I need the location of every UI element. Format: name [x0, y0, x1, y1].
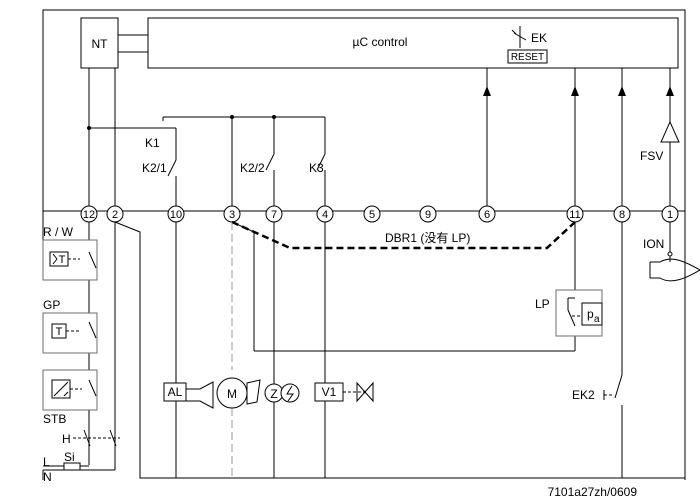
- ion-label: ION: [643, 237, 664, 251]
- housing-outline: [42, 9, 686, 212]
- horn-icon: [186, 381, 214, 409]
- lp-symbol: p: [587, 307, 594, 321]
- svg-text:2: 2: [112, 209, 118, 221]
- ek2-label: EK2: [572, 388, 595, 402]
- gp-box: [42, 312, 98, 354]
- reset-label: RESET: [511, 52, 544, 63]
- gp-label: GP: [43, 298, 60, 312]
- svg-text:8: 8: [619, 209, 625, 221]
- ignition-spark-icon: [280, 383, 300, 403]
- reset-button[interactable]: [507, 49, 548, 64]
- si-fuse-icon: [63, 462, 81, 471]
- uc-control-box: [147, 17, 679, 69]
- svg-text:10: 10: [170, 209, 182, 221]
- v1-label: V1: [322, 385, 337, 399]
- arrow-1-icon: [666, 86, 674, 96]
- svg-text:7: 7: [271, 209, 277, 221]
- svg-text:1: 1: [667, 209, 673, 221]
- dbr1-bridge: [231, 220, 576, 250]
- rw-symbol: T: [59, 254, 66, 266]
- fan-icon: [246, 379, 261, 405]
- si-label: Si: [64, 450, 75, 464]
- svg-text:5: 5: [369, 209, 375, 221]
- document-id: 7101a27zh/0609: [548, 485, 638, 499]
- h-label: H: [62, 432, 71, 446]
- ek2-contact: [614, 374, 623, 399]
- fsv-label: FSV: [640, 149, 663, 163]
- svg-text:4: 4: [322, 209, 328, 221]
- ek-label: EK: [531, 31, 547, 45]
- stb-label: STB: [43, 412, 66, 426]
- k2-2-label: K2/2: [240, 161, 265, 175]
- rw-label: R / W: [43, 225, 74, 239]
- k2-2-contact: [265, 153, 275, 171]
- svg-text:3: 3: [229, 209, 235, 221]
- n-label: N: [43, 470, 52, 484]
- k3-label: K3: [309, 161, 324, 175]
- svg-text:9: 9: [425, 209, 431, 221]
- uc-control-label: µC control: [353, 35, 408, 49]
- fsv-amplifier-icon: [660, 120, 680, 143]
- nt-label: NT: [92, 37, 109, 51]
- arrow-11-icon: [571, 86, 579, 96]
- al-alarm-box: [163, 382, 187, 402]
- dbr1-label: DBR1 (没有 LP): [385, 230, 470, 245]
- lp-label: LP: [535, 297, 550, 311]
- valve-icon: [356, 381, 374, 403]
- gp-symbol: T: [56, 326, 63, 338]
- lp-symbol-sub: a: [594, 314, 600, 325]
- z-label: Z: [270, 387, 277, 401]
- svg-text:6: 6: [484, 209, 490, 221]
- svg-text:11: 11: [569, 209, 580, 221]
- k2-1-contact: [167, 159, 177, 177]
- arrow-6-icon: [483, 86, 491, 96]
- svg-text:12: 12: [83, 209, 95, 221]
- terminal-strip: 12 2 10 3 7 4 5 9 6 11 8 1: [80, 205, 679, 223]
- pressure-sensor-icon: [581, 302, 603, 326]
- nt-box: [80, 17, 119, 69]
- arrow-8-icon: [618, 86, 626, 96]
- k2-1-label: K2/1: [142, 161, 167, 175]
- k1-label: K1: [145, 136, 160, 150]
- l-label: L: [43, 455, 50, 469]
- ion-electrode-icon: [649, 256, 700, 282]
- k3-contact: [316, 153, 326, 171]
- al-label: AL: [168, 385, 183, 399]
- m-label: M: [227, 387, 237, 401]
